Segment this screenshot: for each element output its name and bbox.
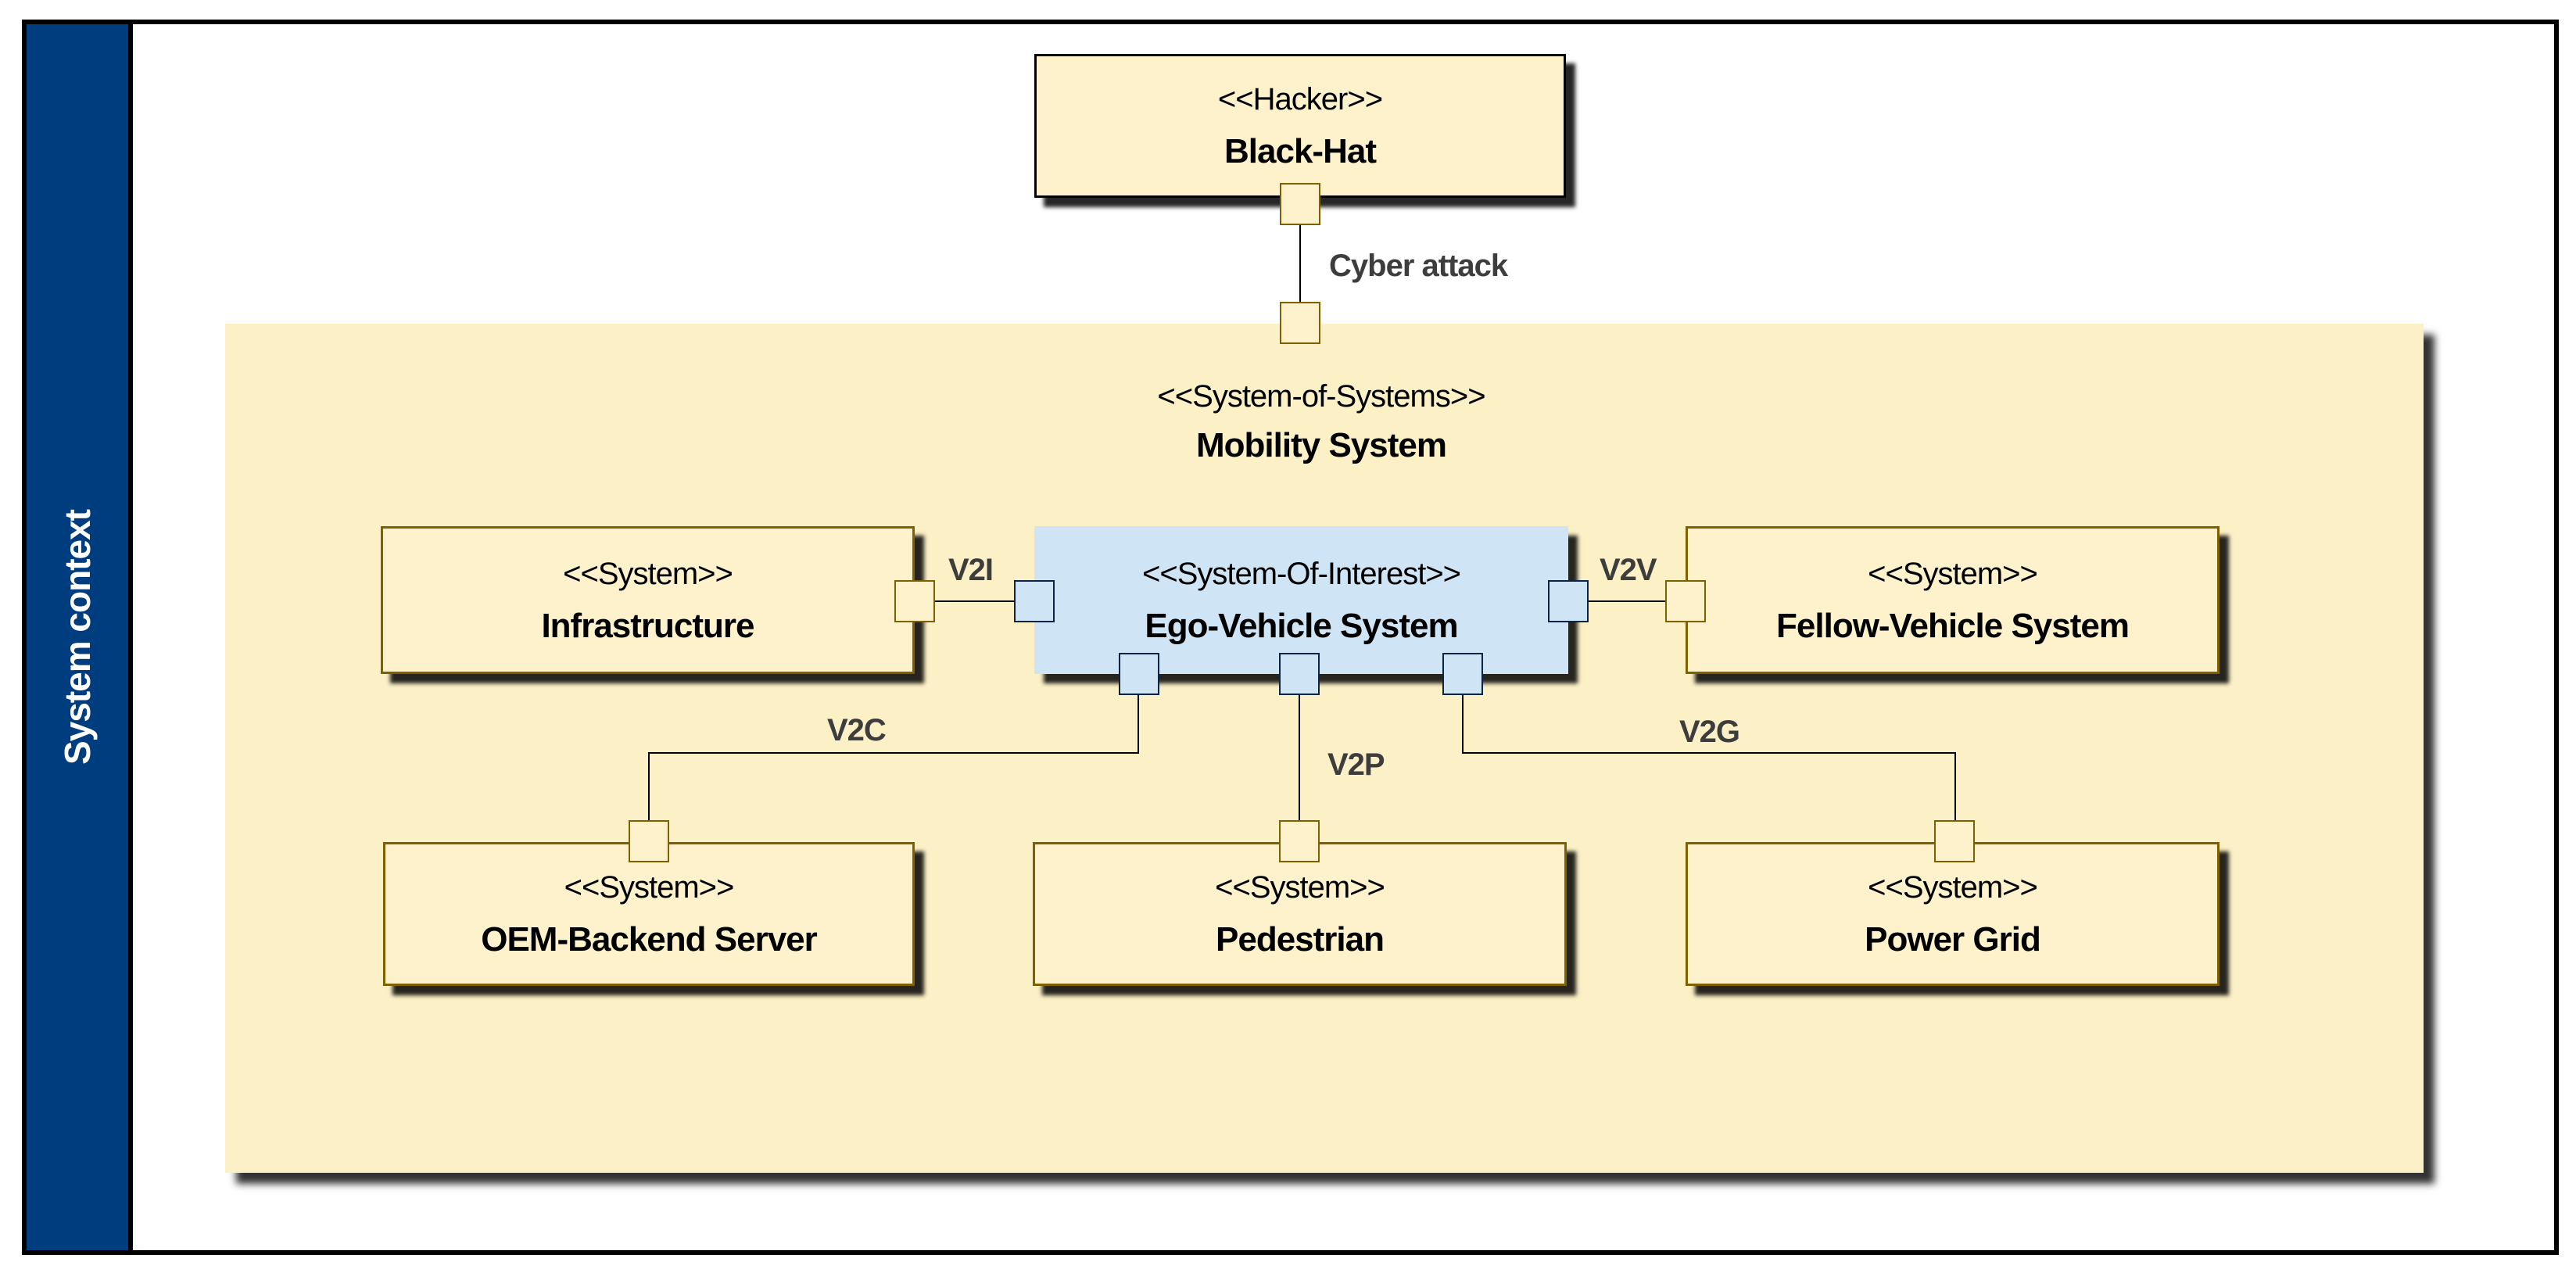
- port-ego-bottom-left: [1119, 653, 1159, 695]
- port-mobility-top: [1280, 302, 1320, 344]
- ego-name: Ego-Vehicle System: [1145, 606, 1458, 645]
- infrastructure-stereotype: <<System>>: [563, 556, 733, 591]
- link-v2c-line-segment-2: [648, 752, 1139, 754]
- pedestrian-stereotype: <<System>>: [1215, 870, 1385, 905]
- node-pedestrian: <<System>> Pedestrian: [1033, 842, 1567, 986]
- link-v2g-line-segment-2: [1462, 752, 1956, 754]
- port-oem-top: [629, 820, 669, 862]
- fellow-name: Fellow-Vehicle System: [1776, 606, 2130, 645]
- link-v2i-label: V2I: [948, 553, 994, 587]
- oem-stereotype: <<System>>: [564, 870, 735, 905]
- link-v2p-label: V2P: [1327, 747, 1385, 782]
- link-v2g-label: V2G: [1679, 715, 1740, 749]
- mobility-stereotype: <<System-of-Systems>>: [1157, 379, 1485, 414]
- node-infrastructure: <<System>> Infrastructure: [381, 526, 915, 674]
- link-v2v-line: [1589, 600, 1665, 602]
- port-fellow-left: [1665, 580, 1706, 622]
- power-grid-name: Power Grid: [1865, 920, 2041, 959]
- black-hat-stereotype: <<Hacker>>: [1217, 82, 1383, 116]
- node-black-hat: <<Hacker>> Black-Hat: [1034, 54, 1566, 198]
- port-ego-left: [1014, 580, 1055, 622]
- fellow-stereotype: <<System>>: [1868, 556, 2038, 591]
- link-v2v-label: V2V: [1600, 553, 1657, 587]
- link-cyber-attack-line: [1299, 225, 1301, 302]
- port-pedestrian-top: [1279, 820, 1320, 862]
- infrastructure-name: Infrastructure: [541, 606, 754, 645]
- black-hat-name: Black-Hat: [1224, 132, 1377, 170]
- node-oem-backend-server: <<System>> OEM-Backend Server: [383, 842, 915, 986]
- port-ego-right: [1548, 580, 1589, 622]
- link-v2c-line-segment-1: [1138, 695, 1139, 754]
- sidebar: System context: [27, 24, 133, 1250]
- power-grid-stereotype: <<System>>: [1868, 870, 2038, 905]
- link-v2c-label: V2C: [827, 713, 887, 747]
- pedestrian-name: Pedestrian: [1216, 920, 1385, 959]
- ego-stereotype: <<System-Of-Interest>>: [1141, 556, 1461, 591]
- link-v2i-line: [935, 600, 1014, 602]
- port-ego-bottom-middle: [1279, 653, 1320, 695]
- container-mobility-title: <<System-of-Systems>> Mobility System: [969, 378, 1673, 464]
- node-fellow-vehicle-system: <<System>> Fellow-Vehicle System: [1686, 526, 2220, 674]
- node-power-grid: <<System>> Power Grid: [1686, 842, 2220, 986]
- port-infrastructure-right: [894, 580, 935, 622]
- mobility-name: Mobility System: [1196, 426, 1447, 464]
- link-v2g-line-segment-3: [1954, 752, 1956, 820]
- container-mobility-system: [225, 324, 2424, 1173]
- node-ego-vehicle-system: <<System-Of-Interest>> Ego-Vehicle Syste…: [1034, 526, 1568, 674]
- port-black-hat-bottom: [1280, 183, 1320, 225]
- link-v2g-line-segment-1: [1462, 695, 1464, 754]
- sidebar-title: System context: [57, 509, 98, 765]
- link-v2p-line: [1299, 695, 1300, 820]
- link-cyber-attack-label: Cyber attack: [1329, 249, 1508, 283]
- port-ego-bottom-right: [1442, 653, 1483, 695]
- oem-name: OEM-Backend Server: [481, 920, 818, 959]
- port-power-grid-top: [1934, 820, 1975, 862]
- link-v2c-line-segment-3: [648, 752, 650, 820]
